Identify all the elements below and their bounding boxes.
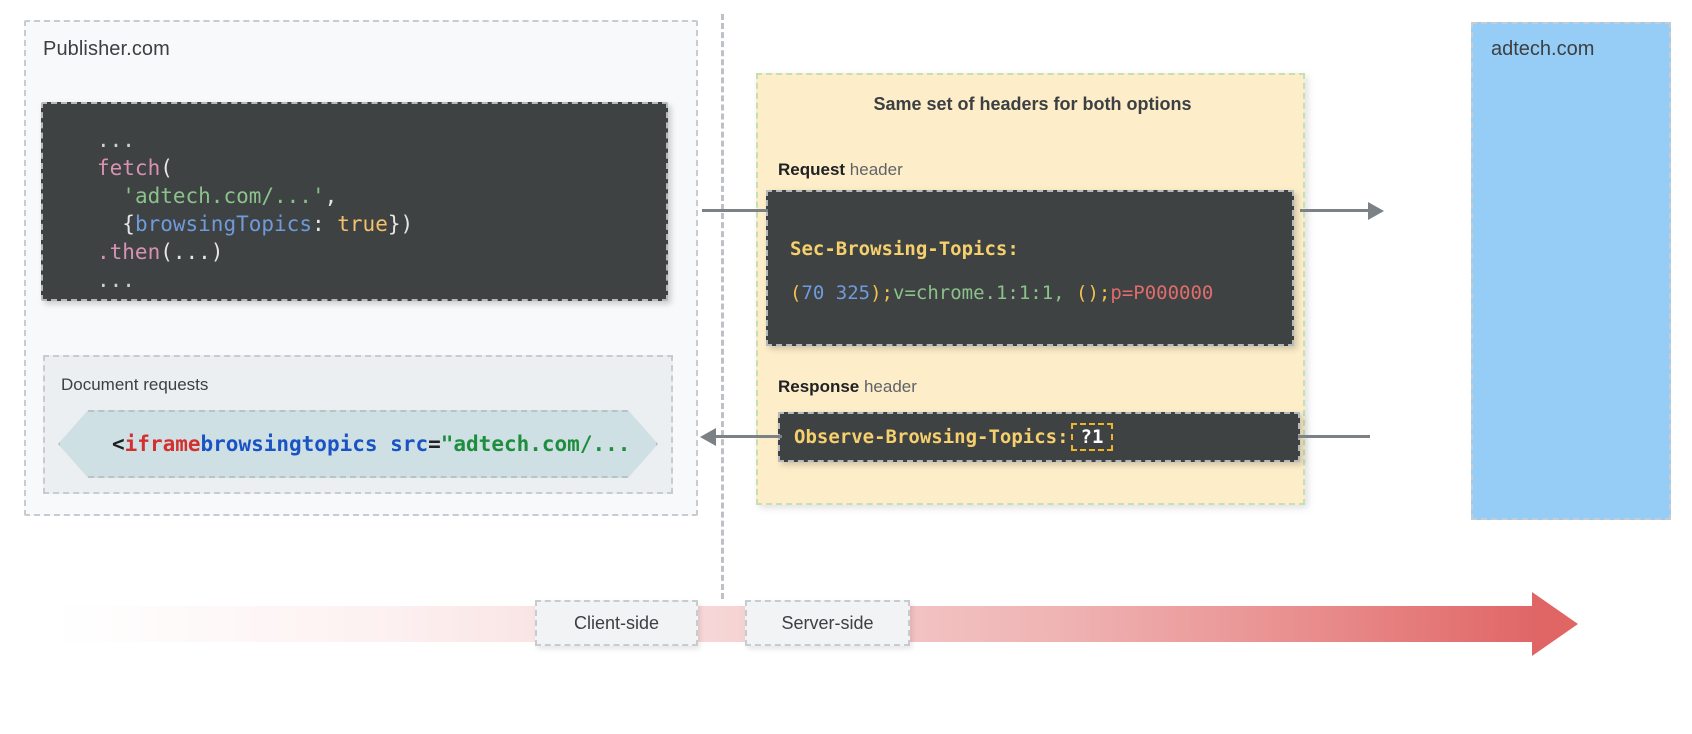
- server-side-chip: Server-side: [745, 600, 910, 646]
- header-value-semicolon-2: ;: [1098, 282, 1111, 304]
- adtech-label: adtech.com: [1491, 38, 1595, 60]
- code-comma: ,: [324, 184, 338, 208]
- header-value-empty-parens: (): [1076, 282, 1099, 304]
- request-header-label-rest: header: [845, 160, 903, 179]
- arrow-request-to-adtech: [1300, 209, 1370, 212]
- header-value-semicolon-1: ;: [881, 282, 893, 304]
- headers-panel-title: Same set of headers for both options: [873, 94, 1192, 114]
- sec-browsing-topics-header-name: Sec-Browsing-Topics:: [790, 238, 1019, 260]
- arrow-adtech-to-response: [1298, 435, 1370, 438]
- code-then-args: (...): [160, 240, 224, 264]
- code-colon: :: [311, 212, 338, 236]
- code-true-value: true: [337, 212, 388, 236]
- header-value-close-paren: ): [870, 282, 882, 304]
- header-value-padding: p=P000000: [1110, 282, 1214, 304]
- iframe-src-value: "adtech.com/...: [440, 432, 631, 456]
- request-header-code-block: Sec-Browsing-Topics: (70 325);v=chrome.1…: [766, 190, 1294, 346]
- flow-arrow-head-icon: [1532, 592, 1578, 656]
- iframe-snippet-chip: <iframe browsingtopics src="adtech.com/.…: [58, 410, 658, 478]
- code-brace-open: {: [122, 212, 135, 236]
- request-header-label-bold: Request: [778, 160, 846, 179]
- arrow-head-right-icon: [1368, 202, 1384, 220]
- response-header-code-block: Observe-Browsing-Topics:?1: [778, 412, 1300, 462]
- observe-header-value-chip: ?1: [1070, 423, 1114, 451]
- iframe-tag-name: iframe: [124, 432, 201, 456]
- code-brace-close: }): [387, 212, 414, 236]
- code-open-paren: (: [160, 156, 173, 180]
- header-value-open-paren: (: [790, 282, 802, 304]
- arrow-head-left-icon: [700, 428, 716, 446]
- client-side-chip: Client-side: [535, 600, 698, 646]
- response-header-label-bold: Response: [778, 377, 860, 396]
- arrow-publisher-to-request: [702, 209, 768, 212]
- publisher-label: Publisher.com: [43, 38, 170, 60]
- document-requests-label: Document requests: [61, 375, 209, 394]
- arrow-response-to-publisher: [716, 435, 782, 438]
- request-header-label: Request header: [778, 160, 903, 180]
- response-header-label: Response header: [778, 377, 917, 397]
- iframe-lt: <: [112, 432, 125, 456]
- code-then-keyword: .then: [97, 240, 161, 264]
- iframe-equals: =: [428, 432, 441, 456]
- code-browsingtopics-key: browsingTopics: [134, 212, 312, 236]
- header-value-topic-ids: 70 325: [801, 282, 871, 304]
- fetch-code-block: ... fetch( 'adtech.com/...', {browsingTo…: [41, 102, 668, 301]
- code-url-string: 'adtech.com/...': [122, 184, 325, 208]
- observe-browsing-topics-header-name: Observe-Browsing-Topics:: [794, 426, 1069, 448]
- client-server-divider: [721, 14, 724, 599]
- document-requests-panel: Document requests <iframe browsingtopics…: [43, 355, 673, 494]
- code-fetch-keyword: fetch: [97, 156, 161, 180]
- iframe-attributes: browsingtopics src: [200, 432, 429, 456]
- response-header-label-rest: header: [859, 377, 917, 396]
- code-ellipsis-top: ...: [97, 128, 135, 152]
- code-ellipsis-bottom: ...: [97, 268, 135, 292]
- adtech-domain-box: [1471, 22, 1671, 520]
- header-value-version: v=chrome.1:1:1,: [893, 282, 1077, 304]
